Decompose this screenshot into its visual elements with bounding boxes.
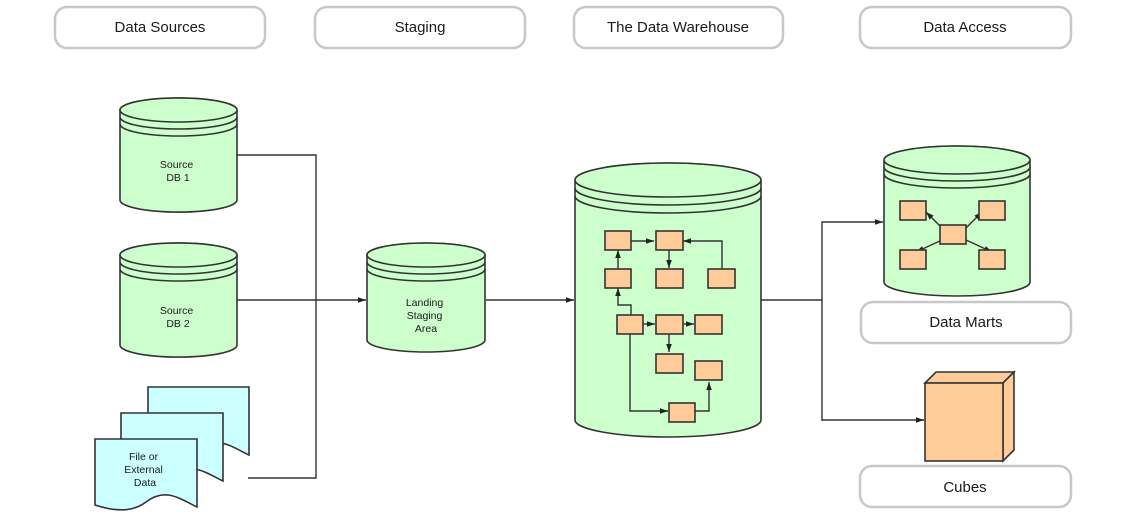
- document-front: [94, 438, 198, 511]
- data-mart-node: [899, 200, 927, 221]
- header-staging-label: Staging: [395, 19, 446, 36]
- cubes-label: Cubes: [943, 479, 986, 496]
- data-mart-node: [978, 200, 1006, 221]
- header-warehouse-label: The Data Warehouse: [607, 19, 749, 36]
- cube-shape: [923, 370, 1016, 463]
- data-marts-label: Data Marts: [929, 314, 1002, 331]
- cube-side-face: [1002, 370, 1015, 463]
- cubes-label-box: Cubes: [858, 464, 1073, 509]
- warehouse-node: [604, 268, 632, 289]
- cube-top-face: [923, 371, 1016, 384]
- file-external-data-documents: File or External Data: [94, 386, 250, 511]
- source-db2-label: Source DB 2: [160, 305, 196, 330]
- data-mart-star-graph: [899, 200, 1006, 270]
- file-external-data-label: File or External Data: [124, 451, 165, 489]
- warehouse-node: [694, 360, 723, 381]
- landing-staging-area-label: Landing Staging Area: [406, 297, 446, 335]
- warehouse-node: [707, 268, 736, 289]
- source-db2-cylinder: Source DB 2: [119, 242, 238, 358]
- warehouse-node: [655, 314, 684, 335]
- data-marts-label-box: Data Marts: [859, 300, 1073, 345]
- connector-db1-to-bus: [237, 154, 317, 479]
- warehouse-node: [655, 230, 684, 251]
- header-data-access-label: Data Access: [923, 19, 1006, 36]
- data-mart-node: [978, 249, 1006, 270]
- data-mart-node: [899, 249, 927, 270]
- warehouse-model-graph: [604, 230, 736, 423]
- header-data-sources: Data Sources: [53, 5, 267, 50]
- connector-to-data-marts: [821, 219, 883, 421]
- header-data-access: Data Access: [858, 5, 1073, 50]
- header-warehouse: The Data Warehouse: [572, 5, 785, 50]
- header-staging: Staging: [313, 5, 527, 50]
- warehouse-node: [616, 314, 644, 335]
- source-db1-label: Source DB 1: [160, 159, 196, 184]
- cube-front-face: [924, 382, 1004, 462]
- data-mart-node: [939, 224, 967, 245]
- data-marts-cylinder: [883, 145, 1031, 297]
- connectors: [237, 154, 924, 479]
- warehouse-node: [668, 402, 696, 423]
- warehouse-node: [655, 353, 684, 374]
- warehouse-node: [694, 314, 723, 335]
- warehouse-node: [604, 230, 632, 251]
- source-db1-cylinder: Source DB 1: [119, 97, 238, 213]
- header-data-sources-label: Data Sources: [115, 19, 206, 36]
- warehouse-node: [655, 268, 684, 289]
- landing-staging-area-cylinder: Landing Staging Area: [366, 242, 486, 353]
- data-warehouse-cylinder: [574, 162, 762, 438]
